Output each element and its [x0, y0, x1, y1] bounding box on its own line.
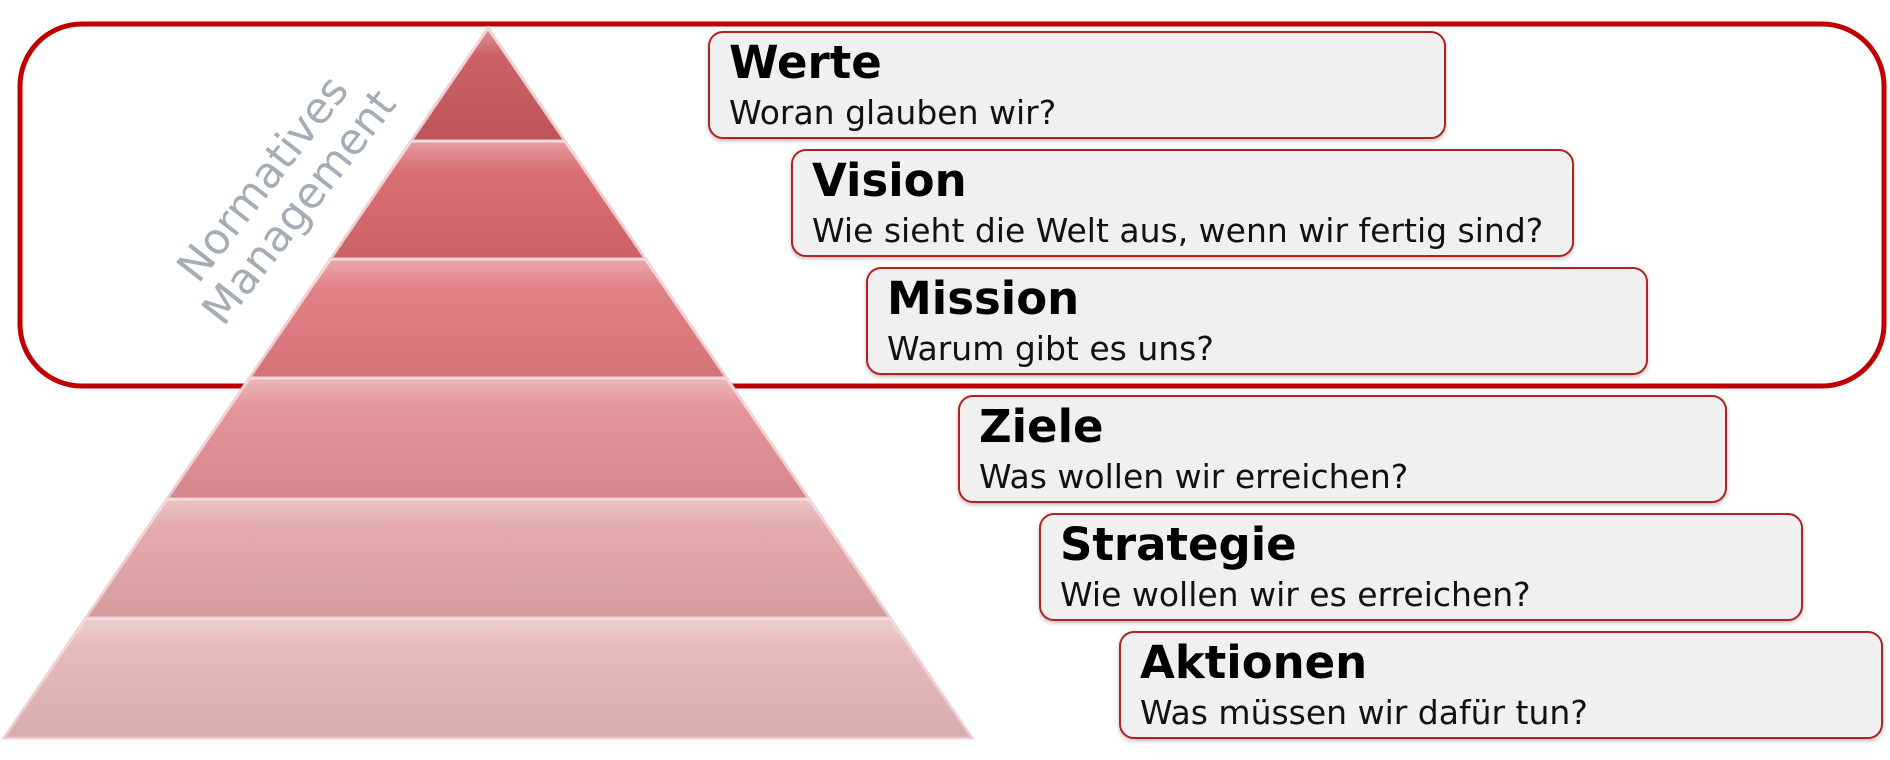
pyramid-tier-vision [327, 139, 649, 261]
pyramid-tier-ziele [164, 376, 812, 501]
level-question-mission: Warum gibt es uns? [887, 329, 1214, 368]
level-question-strategie: Wie wollen wir es erreichen? [1060, 575, 1531, 614]
pyramid [1, 25, 975, 740]
pyramid-tier-strategie [82, 497, 894, 620]
level-question-aktionen: Was müssen wir dafür tun? [1140, 693, 1588, 732]
level-title-ziele: Ziele [979, 400, 1104, 453]
normative-management-frame [17, 21, 1887, 389]
level-question-werte: Woran glauben wir? [729, 93, 1056, 132]
level-question-vision: Wie sieht die Welt aus, wenn wir fertig … [812, 211, 1543, 250]
level-title-vision: Vision [812, 154, 967, 207]
level-title-werte: Werte [729, 36, 882, 89]
pyramid-tier-mission [246, 257, 730, 380]
level-title-mission: Mission [887, 272, 1079, 325]
level-title-strategie: Strategie [1060, 518, 1297, 571]
pyramid-tier-werte [408, 25, 568, 143]
level-title-aktionen: Aktionen [1140, 636, 1367, 689]
level-question-ziele: Was wollen wir erreichen? [979, 457, 1408, 496]
pyramid-tier-aktionen [1, 616, 975, 740]
